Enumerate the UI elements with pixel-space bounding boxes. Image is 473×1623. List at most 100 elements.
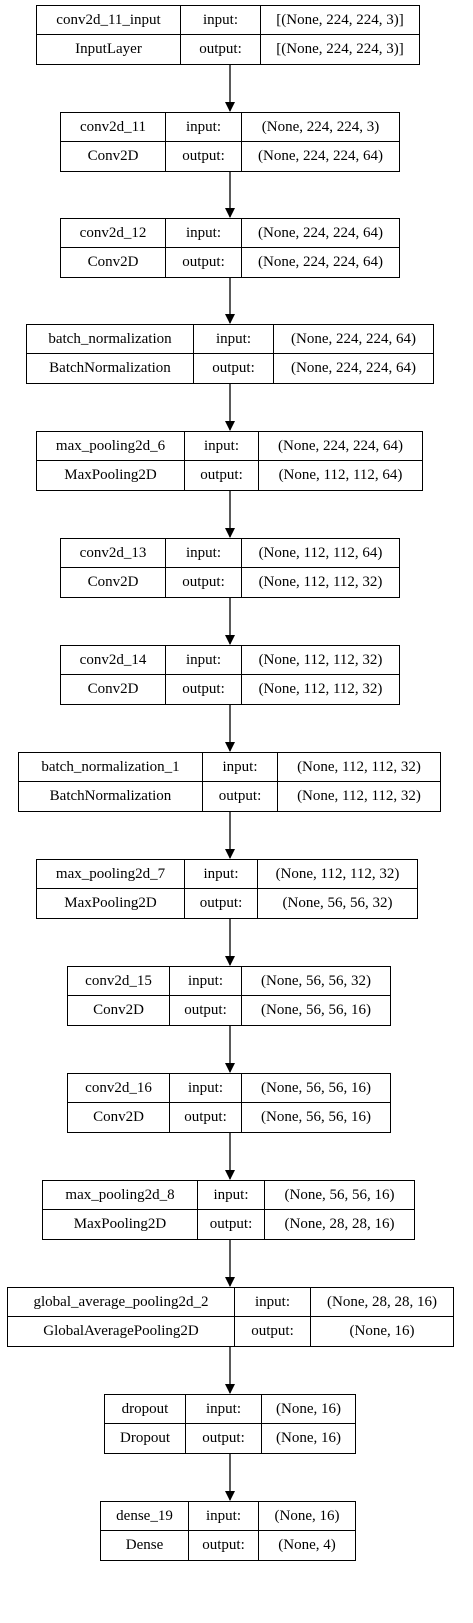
layer-name: max_pooling2d_6 — [55, 437, 166, 454]
input-label: input: — [180, 6, 260, 34]
layer-type: BatchNormalization — [49, 788, 172, 804]
layer-row-input: conv2d_14 input:(None, 112, 112, 32) — [61, 646, 399, 675]
layer-name: max_pooling2d_7 — [55, 865, 166, 882]
layer-type: Dropout — [120, 1430, 170, 1446]
output-shape: (None, 4) — [258, 1531, 355, 1560]
input-shape: (None, 112, 112, 32) — [241, 646, 399, 674]
output-label: output: — [169, 996, 241, 1025]
input-label: input: — [165, 646, 241, 674]
output-shape: (None, 16) — [261, 1424, 355, 1453]
input-label: input: — [165, 219, 241, 247]
input-shape: (None, 56, 56, 32) — [241, 967, 390, 995]
layer-name: dropout — [121, 1400, 169, 1417]
output-label: output: — [165, 675, 241, 704]
output-shape: (None, 112, 112, 32) — [241, 675, 399, 704]
layer-type: Conv2D — [87, 574, 139, 590]
output-label: output: — [193, 354, 273, 383]
layer-name: batch_normalization — [48, 330, 172, 347]
input-label: input: — [184, 860, 257, 888]
layer-node-conv2d-11-input: conv2d_11_input input:[(None, 224, 224, 3… — [36, 5, 420, 65]
layer-name: conv2d_11 — [79, 118, 147, 135]
input-shape: (None, 56, 56, 16) — [264, 1181, 414, 1209]
layer-type: Conv2D — [87, 148, 139, 164]
output-shape: (None, 28, 28, 16) — [264, 1210, 414, 1239]
output-label: output: — [165, 248, 241, 277]
input-shape: (None, 224, 224, 64) — [258, 432, 422, 460]
output-label: output: — [165, 568, 241, 597]
input-shape: [(None, 224, 224, 3)] — [260, 6, 419, 34]
output-shape: (None, 224, 224, 64) — [241, 142, 399, 171]
layer-type: InputLayer — [75, 41, 142, 57]
output-label: output: — [185, 1424, 261, 1453]
output-shape: (None, 56, 56, 16) — [241, 996, 390, 1025]
input-label: input: — [169, 1074, 241, 1102]
output-shape: (None, 224, 224, 64) — [273, 354, 433, 383]
layer-type: GlobalAveragePooling2D — [43, 1323, 199, 1339]
layer-name: conv2d_14 — [79, 651, 147, 668]
input-shape: (None, 112, 112, 32) — [257, 860, 417, 888]
output-shape: (None, 112, 112, 32) — [241, 568, 399, 597]
layer-type: Conv2D — [93, 1109, 144, 1125]
layer-name: global_average_pooling2d_2 — [33, 1293, 209, 1310]
input-label: input: — [184, 432, 258, 460]
output-shape: (None, 112, 112, 32) — [277, 782, 440, 811]
layer-row-output: Dense output:(None, 4) — [101, 1531, 355, 1560]
layer-node-batch-normalization: batch_normalization input:(None, 224, 224… — [26, 324, 434, 384]
output-shape: (None, 56, 56, 32) — [257, 889, 417, 918]
layer-row-input: conv2d_15 input:(None, 56, 56, 32) — [68, 967, 390, 996]
layer-row-output: BatchNormalization output:(None, 112, 112… — [19, 782, 440, 811]
input-label: input: — [165, 113, 241, 141]
layer-row-input: conv2d_11_input input:[(None, 224, 224, 3… — [37, 6, 419, 35]
input-label: input: — [234, 1288, 310, 1316]
layer-row-input: max_pooling2d_8 input:(None, 56, 56, 16) — [43, 1181, 414, 1210]
layer-row-output: Conv2D output:(None, 224, 224, 64) — [61, 248, 399, 277]
output-label: output: — [169, 1103, 241, 1132]
output-label: output: — [188, 1531, 258, 1560]
output-label: output: — [184, 889, 257, 918]
layer-node-global-average-pooling2d-2: global_average_pooling2d_2 input:(None, 2… — [7, 1287, 454, 1347]
output-label: output: — [234, 1317, 310, 1346]
layer-name: max_pooling2d_8 — [65, 1186, 175, 1203]
layer-type: Conv2D — [87, 254, 139, 270]
input-label: input: — [197, 1181, 264, 1209]
input-shape: (None, 28, 28, 16) — [310, 1288, 453, 1316]
layer-name: batch_normalization_1 — [41, 758, 180, 775]
layer-type: BatchNormalization — [49, 360, 171, 376]
input-shape: (None, 112, 112, 64) — [241, 539, 399, 567]
layer-name: conv2d_11_input — [56, 11, 161, 28]
input-shape: (None, 224, 224, 64) — [241, 219, 399, 247]
output-label: output: — [202, 782, 277, 811]
layer-name: conv2d_13 — [79, 544, 147, 561]
output-shape: (None, 112, 112, 64) — [258, 461, 422, 490]
input-shape: (None, 16) — [261, 1395, 355, 1423]
output-shape: (None, 224, 224, 64) — [241, 248, 399, 277]
input-shape: (None, 224, 224, 64) — [273, 325, 433, 353]
input-label: input: — [169, 967, 241, 995]
layer-type: Dense — [125, 1537, 164, 1553]
layer-name: conv2d_15 — [85, 972, 152, 989]
layer-type: MaxPooling2D — [73, 1216, 167, 1232]
layer-row-input: max_pooling2d_7 input:(None, 112, 112, 32… — [37, 860, 417, 889]
input-label: input: — [193, 325, 273, 353]
layer-row-input: max_pooling2d_6 input:(None, 224, 224, 64… — [37, 432, 422, 461]
layer-node-max-pooling2d-7: max_pooling2d_7 input:(None, 112, 112, 32… — [36, 859, 418, 919]
